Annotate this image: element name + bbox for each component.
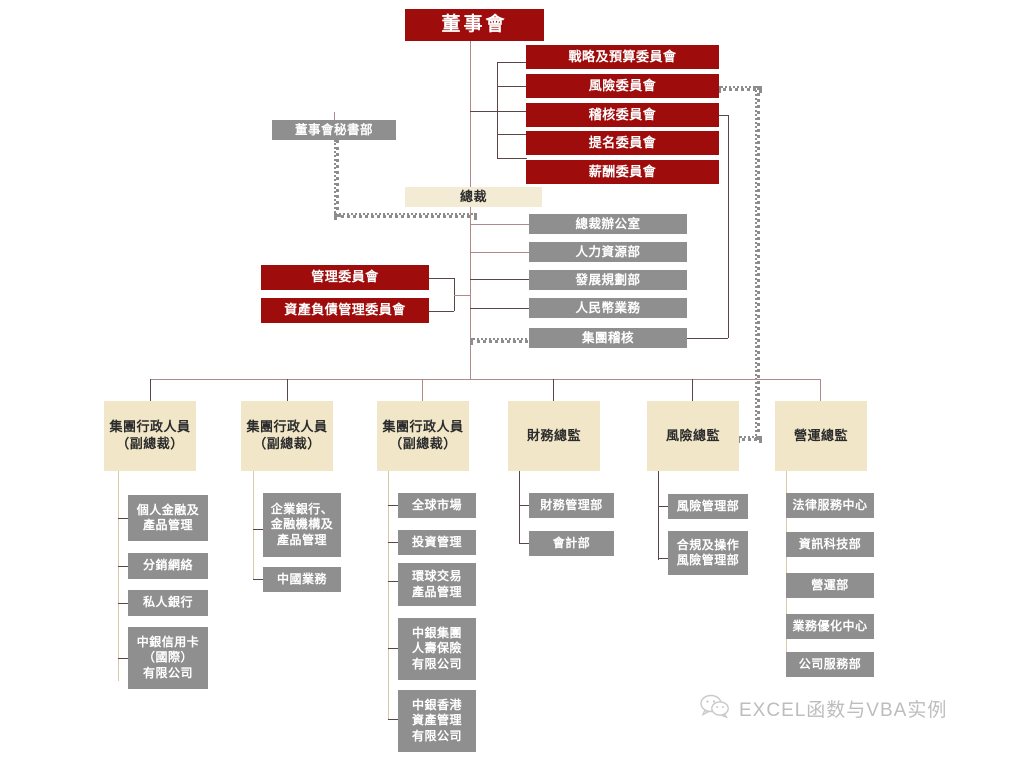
node-unit-1-1[interactable]: 中國業務 bbox=[263, 567, 341, 592]
node-unit-2-3[interactable]: 中銀集團 人壽保險 有限公司 bbox=[398, 618, 476, 680]
node-board-secretariat[interactable]: 董事會秘書部 bbox=[272, 120, 396, 140]
connector-exec-drop-0 bbox=[150, 379, 151, 401]
connector-col2-stub-3 bbox=[388, 648, 398, 649]
node-president[interactable]: 總裁 bbox=[405, 187, 542, 207]
connector-col2-stub-1 bbox=[388, 542, 398, 543]
connector-audit-out bbox=[718, 115, 728, 116]
node-unit-5-1[interactable]: 資訊科技部 bbox=[786, 532, 874, 557]
connector-dept-stub-0 bbox=[470, 224, 529, 225]
node-unit-2-2[interactable]: 環球交易 產品管理 bbox=[398, 563, 476, 606]
connector-audit-down bbox=[728, 115, 729, 338]
node-dept-president-office[interactable]: 總裁辦公室 bbox=[529, 214, 687, 234]
node-unit-2-1[interactable]: 投資管理 bbox=[398, 530, 476, 555]
connector-risk-out bbox=[718, 86, 762, 91]
node-unit-2-4[interactable]: 中銀香港 資產管理 有限公司 bbox=[398, 690, 476, 752]
node-unit-0-1[interactable]: 分銷網絡 bbox=[128, 553, 208, 579]
connector-col1-stub-1 bbox=[253, 579, 263, 580]
connector-dept-stub-4 bbox=[470, 338, 535, 343]
connector-president-rail bbox=[470, 207, 471, 379]
connector-dept-stub-2 bbox=[470, 279, 529, 280]
node-unit-5-0[interactable]: 法律服務中心 bbox=[786, 493, 874, 518]
connector-col1-spine bbox=[253, 470, 254, 580]
node-committee-nomination[interactable]: 提名委員會 bbox=[527, 132, 718, 154]
connector-committee-stub-0 bbox=[497, 62, 527, 63]
node-unit-0-0[interactable]: 個人金融及 產品管理 bbox=[128, 495, 208, 541]
connector-col0-spine bbox=[118, 470, 119, 681]
connector-secretariat-down bbox=[334, 140, 339, 217]
connector-committee-stub-4 bbox=[497, 158, 527, 159]
node-unit-2-0[interactable]: 全球市場 bbox=[398, 493, 476, 518]
wechat-icon bbox=[700, 694, 730, 723]
watermark: EXCEL函数与VBA实例 bbox=[700, 694, 947, 723]
connector-exec-drop-1 bbox=[287, 379, 288, 401]
node-executive-1[interactable]: 集團行政人員 （副總裁） bbox=[241, 401, 333, 471]
connector-mgmt-stub-1 bbox=[428, 311, 454, 312]
watermark-text: EXCEL函数与VBA实例 bbox=[739, 700, 948, 721]
node-management-committee[interactable]: 管理委員會 bbox=[262, 266, 428, 289]
connector-board-spine bbox=[470, 39, 471, 187]
connector-exec-drop-5 bbox=[820, 379, 821, 401]
connector-col3-spine bbox=[519, 470, 520, 544]
connector-col0-stub-2 bbox=[118, 603, 128, 604]
connector-committee-rail bbox=[497, 62, 498, 158]
connector-col1-stub-0 bbox=[253, 529, 263, 530]
connector-col0-stub-3 bbox=[118, 658, 128, 659]
connector-exec-drop-2 bbox=[422, 379, 423, 401]
connector-mgmt-to-president bbox=[454, 295, 471, 296]
connector-exec-drop-4 bbox=[692, 379, 693, 401]
node-unit-4-0[interactable]: 風險管理部 bbox=[668, 494, 748, 519]
node-dept-human-resources[interactable]: 人力資源部 bbox=[529, 242, 687, 262]
node-unit-5-3[interactable]: 業務優化中心 bbox=[786, 614, 874, 639]
connector-col2-stub-2 bbox=[388, 581, 398, 582]
node-unit-1-0[interactable]: 企業銀行、 金融機構及 產品管理 bbox=[263, 493, 341, 557]
connector-col2-stub-4 bbox=[388, 719, 398, 720]
connector-exec-drop-3 bbox=[553, 379, 554, 401]
connector-col5-spine bbox=[786, 470, 787, 667]
connector-committee-stub-1 bbox=[497, 86, 527, 87]
connector-board-to-rail bbox=[470, 111, 498, 112]
connector-risk-down bbox=[755, 86, 760, 440]
connector-dept-stub-1 bbox=[470, 252, 529, 253]
node-executive-0[interactable]: 集團行政人員 （副總裁） bbox=[104, 401, 196, 471]
connector-dept-stub-3 bbox=[470, 308, 529, 309]
node-unit-5-2[interactable]: 營運部 bbox=[786, 573, 874, 598]
connector-col0-stub-1 bbox=[118, 566, 128, 567]
connector-col4-stub-0 bbox=[658, 506, 668, 507]
connector-committee-stub-2 bbox=[497, 111, 527, 112]
node-committee-risk[interactable]: 風險委員會 bbox=[527, 75, 718, 97]
connector-col4-stub-1 bbox=[658, 558, 668, 559]
node-unit-0-3[interactable]: 中銀信用卡 （國際） 有限公司 bbox=[128, 627, 208, 689]
node-committee-strategy-budget[interactable]: 戰略及預算委員會 bbox=[527, 46, 718, 68]
node-dept-development-planning[interactable]: 發展規劃部 bbox=[529, 270, 687, 290]
node-unit-5-4[interactable]: 公司服務部 bbox=[786, 652, 874, 677]
node-unit-3-0[interactable]: 財務管理部 bbox=[529, 493, 614, 518]
connector-mgmt-rail bbox=[454, 278, 455, 311]
node-executive-2[interactable]: 集團行政人員 （副總裁） bbox=[377, 401, 469, 471]
node-executive-4[interactable]: 風險總監 bbox=[647, 401, 739, 471]
node-committee-audit[interactable]: 稽核委員會 bbox=[527, 104, 718, 126]
connector-committee-stub-3 bbox=[497, 134, 527, 135]
connector-col3-stub-0 bbox=[519, 505, 529, 506]
node-unit-3-1[interactable]: 會計部 bbox=[529, 531, 614, 556]
connector-col0-stub-0 bbox=[118, 518, 128, 519]
node-unit-4-1[interactable]: 合規及操作 風險管理部 bbox=[668, 531, 748, 575]
node-committee-remuneration[interactable]: 薪酬委員會 bbox=[527, 161, 718, 183]
node-dept-group-audit[interactable]: 集團稽核 bbox=[529, 328, 687, 348]
connector-col2-stub-0 bbox=[388, 505, 398, 506]
connector-executive-bus bbox=[150, 379, 821, 380]
connector-col4-spine bbox=[658, 470, 659, 560]
connector-col3-stub-1 bbox=[519, 543, 529, 544]
connector-audit-in bbox=[687, 338, 728, 339]
connector-secretariat-right bbox=[334, 213, 477, 218]
node-asset-liability-committee[interactable]: 資產負債管理委員會 bbox=[262, 299, 428, 322]
connector-col2-spine bbox=[388, 470, 389, 720]
node-board-of-directors[interactable]: 董事會 bbox=[406, 10, 543, 40]
node-executive-5[interactable]: 營運總監 bbox=[775, 401, 867, 471]
node-unit-0-2[interactable]: 私人銀行 bbox=[128, 590, 208, 616]
connector-risk-in bbox=[737, 436, 762, 441]
connector-mgmt-stub-0 bbox=[428, 278, 454, 279]
node-executive-3[interactable]: 財務總監 bbox=[508, 401, 600, 471]
connector-secretariat-top bbox=[334, 112, 335, 122]
node-dept-rmb-business[interactable]: 人民幣業務 bbox=[529, 298, 687, 318]
